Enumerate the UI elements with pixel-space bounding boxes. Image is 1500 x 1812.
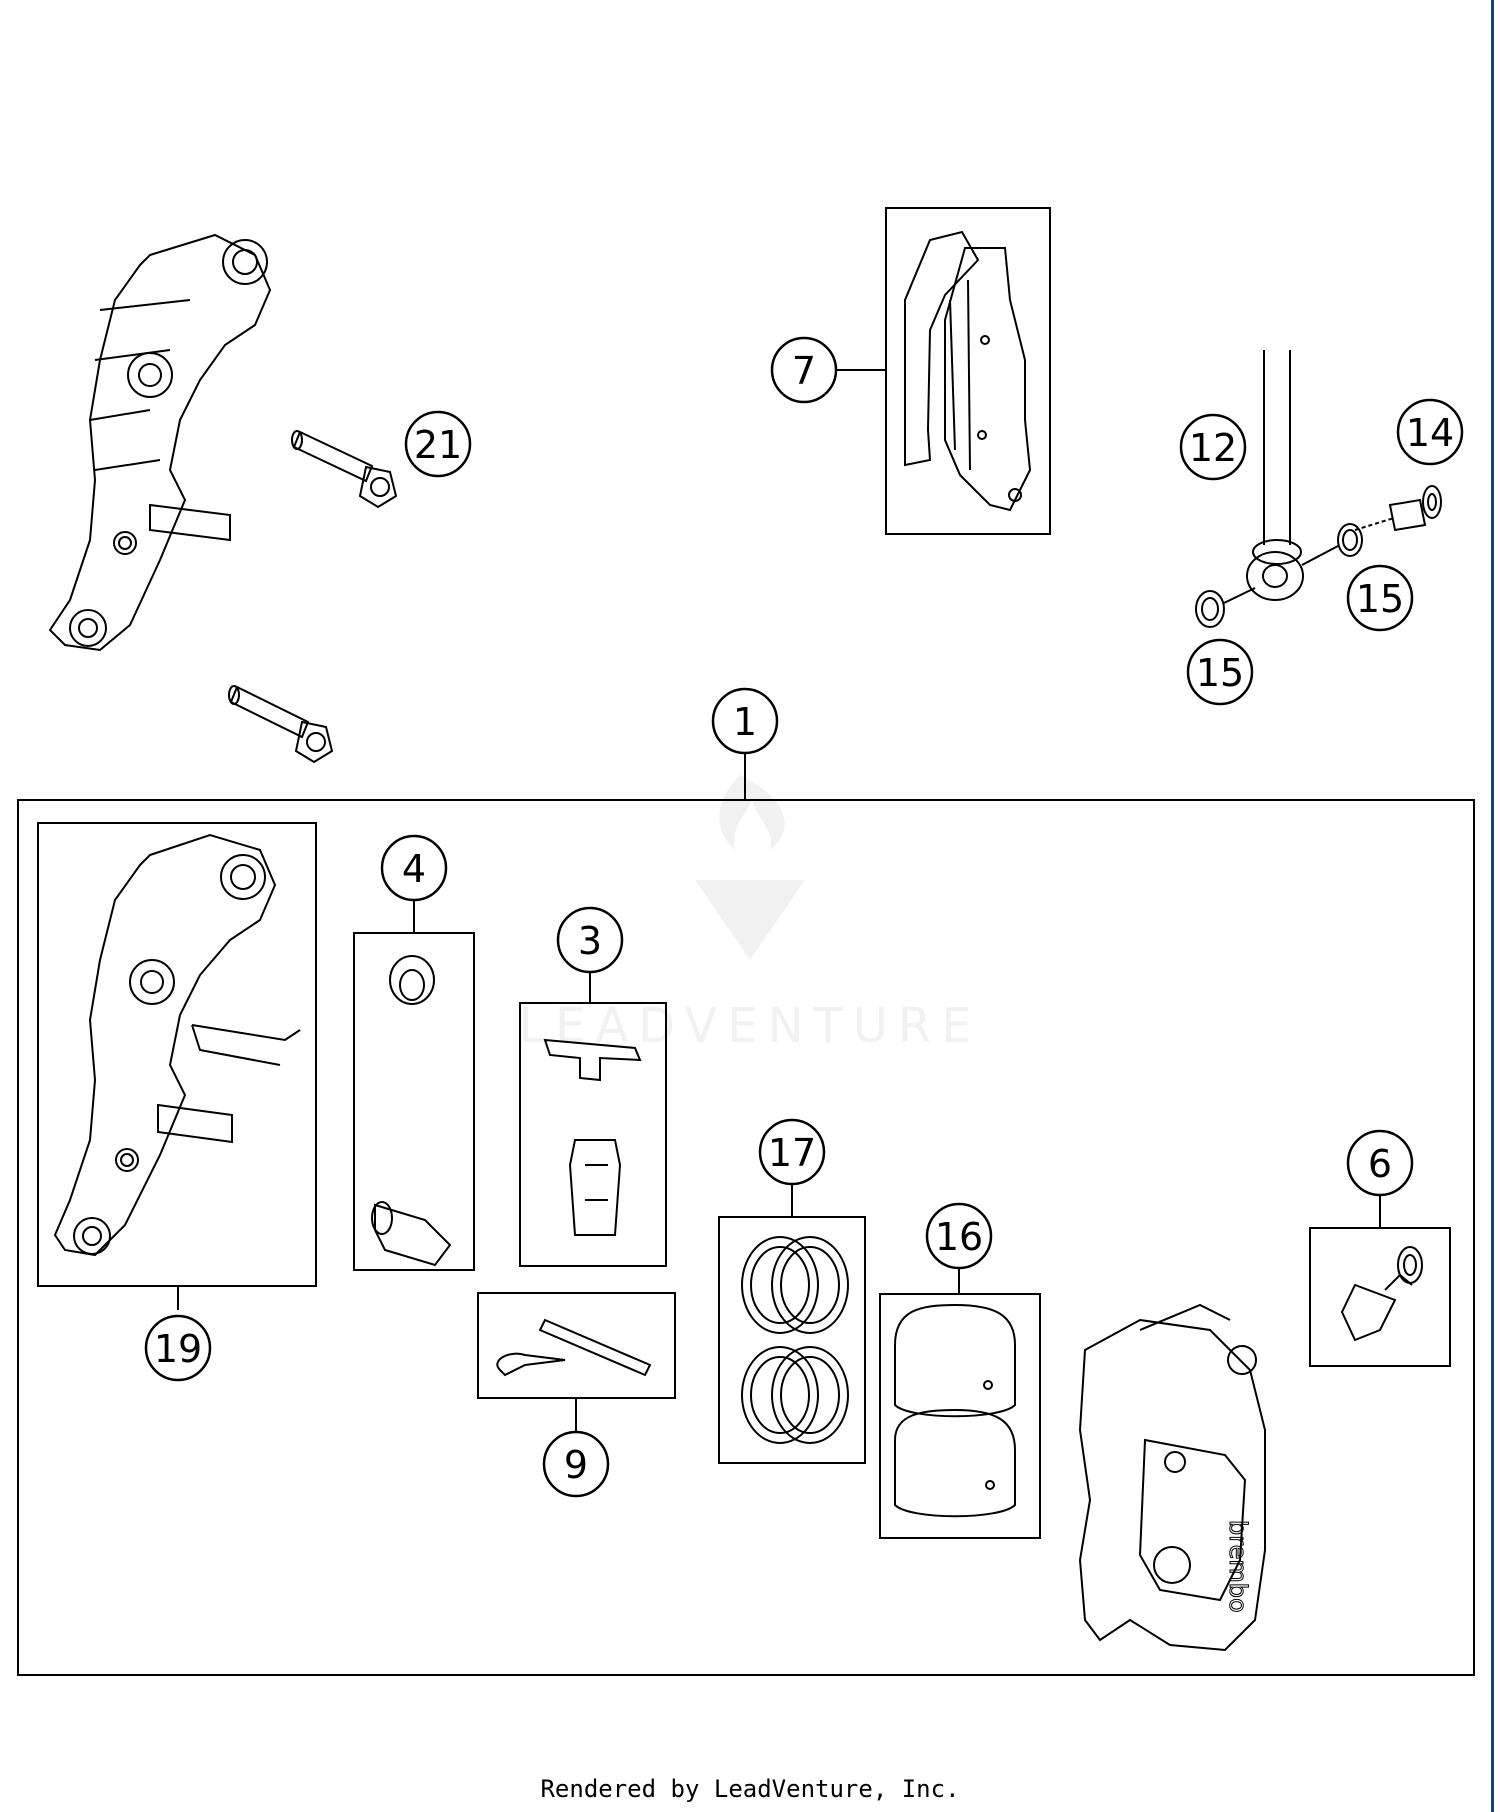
banjo-bolt-14 [1354,485,1442,532]
callout-9: 9 [542,1430,610,1498]
svg-text:19: 19 [154,1327,202,1371]
callout-7: 7 [770,336,886,404]
svg-text:21: 21 [414,423,462,467]
svg-text:15: 15 [1356,577,1404,621]
svg-text:15: 15 [1196,651,1244,695]
svg-text:6: 6 [1368,1142,1392,1186]
svg-text:1: 1 [733,700,757,744]
kit-frame-1 [17,752,1475,1676]
caliper-body: brembo [1078,1303,1266,1652]
svg-text:brembo: brembo [1224,1520,1252,1613]
svg-text:7: 7 [792,349,816,393]
part-3-spring-clips [519,970,667,1267]
caliper-bracket-loose [48,233,272,652]
callout-1: 1 [711,687,779,755]
svg-text:3: 3 [578,919,602,963]
callout-17: 17 [758,1118,826,1186]
watermark: LEADVENTURE [518,775,981,1054]
part-9-pin-and-clip [477,1292,676,1432]
brake-pads-7 [885,207,1051,535]
callout-12: 12 [1179,413,1247,481]
bolt-21-lower [228,685,334,764]
svg-text:14: 14 [1406,411,1454,455]
footer-credit: Rendered by LeadVenture, Inc. [540,1775,960,1803]
callout-14: 14 [1396,398,1464,466]
bolt-21-upper [291,430,398,509]
callout-19: 19 [144,1314,212,1382]
page-right-edge [1490,0,1500,1812]
callout-15-lower: 15 [1186,638,1254,706]
callout-21: 21 [404,410,472,478]
callout-6: 6 [1346,1129,1414,1197]
callout-3: 3 [556,906,624,974]
bracket-19 [37,822,317,1310]
svg-text:4: 4 [402,847,426,891]
brake-hose-banjo-12 [1246,350,1304,601]
seal-rings-17 [718,1183,866,1464]
callout-16: 16 [925,1202,993,1270]
svg-text:9: 9 [564,1443,588,1487]
page-right-border [1491,0,1494,1812]
pistons-16 [879,1260,1041,1539]
watermark-text: LEADVENTURE [518,998,981,1054]
svg-text:12: 12 [1189,426,1237,470]
sealing-rings-15 [1195,523,1363,628]
callout-15-upper: 15 [1346,564,1414,632]
callout-4: 4 [380,834,448,902]
bleed-valve-6 [1309,1195,1451,1367]
svg-text:17: 17 [768,1131,816,1175]
part-4-pin-and-bushing [353,899,475,1271]
svg-text:16: 16 [935,1215,983,1259]
